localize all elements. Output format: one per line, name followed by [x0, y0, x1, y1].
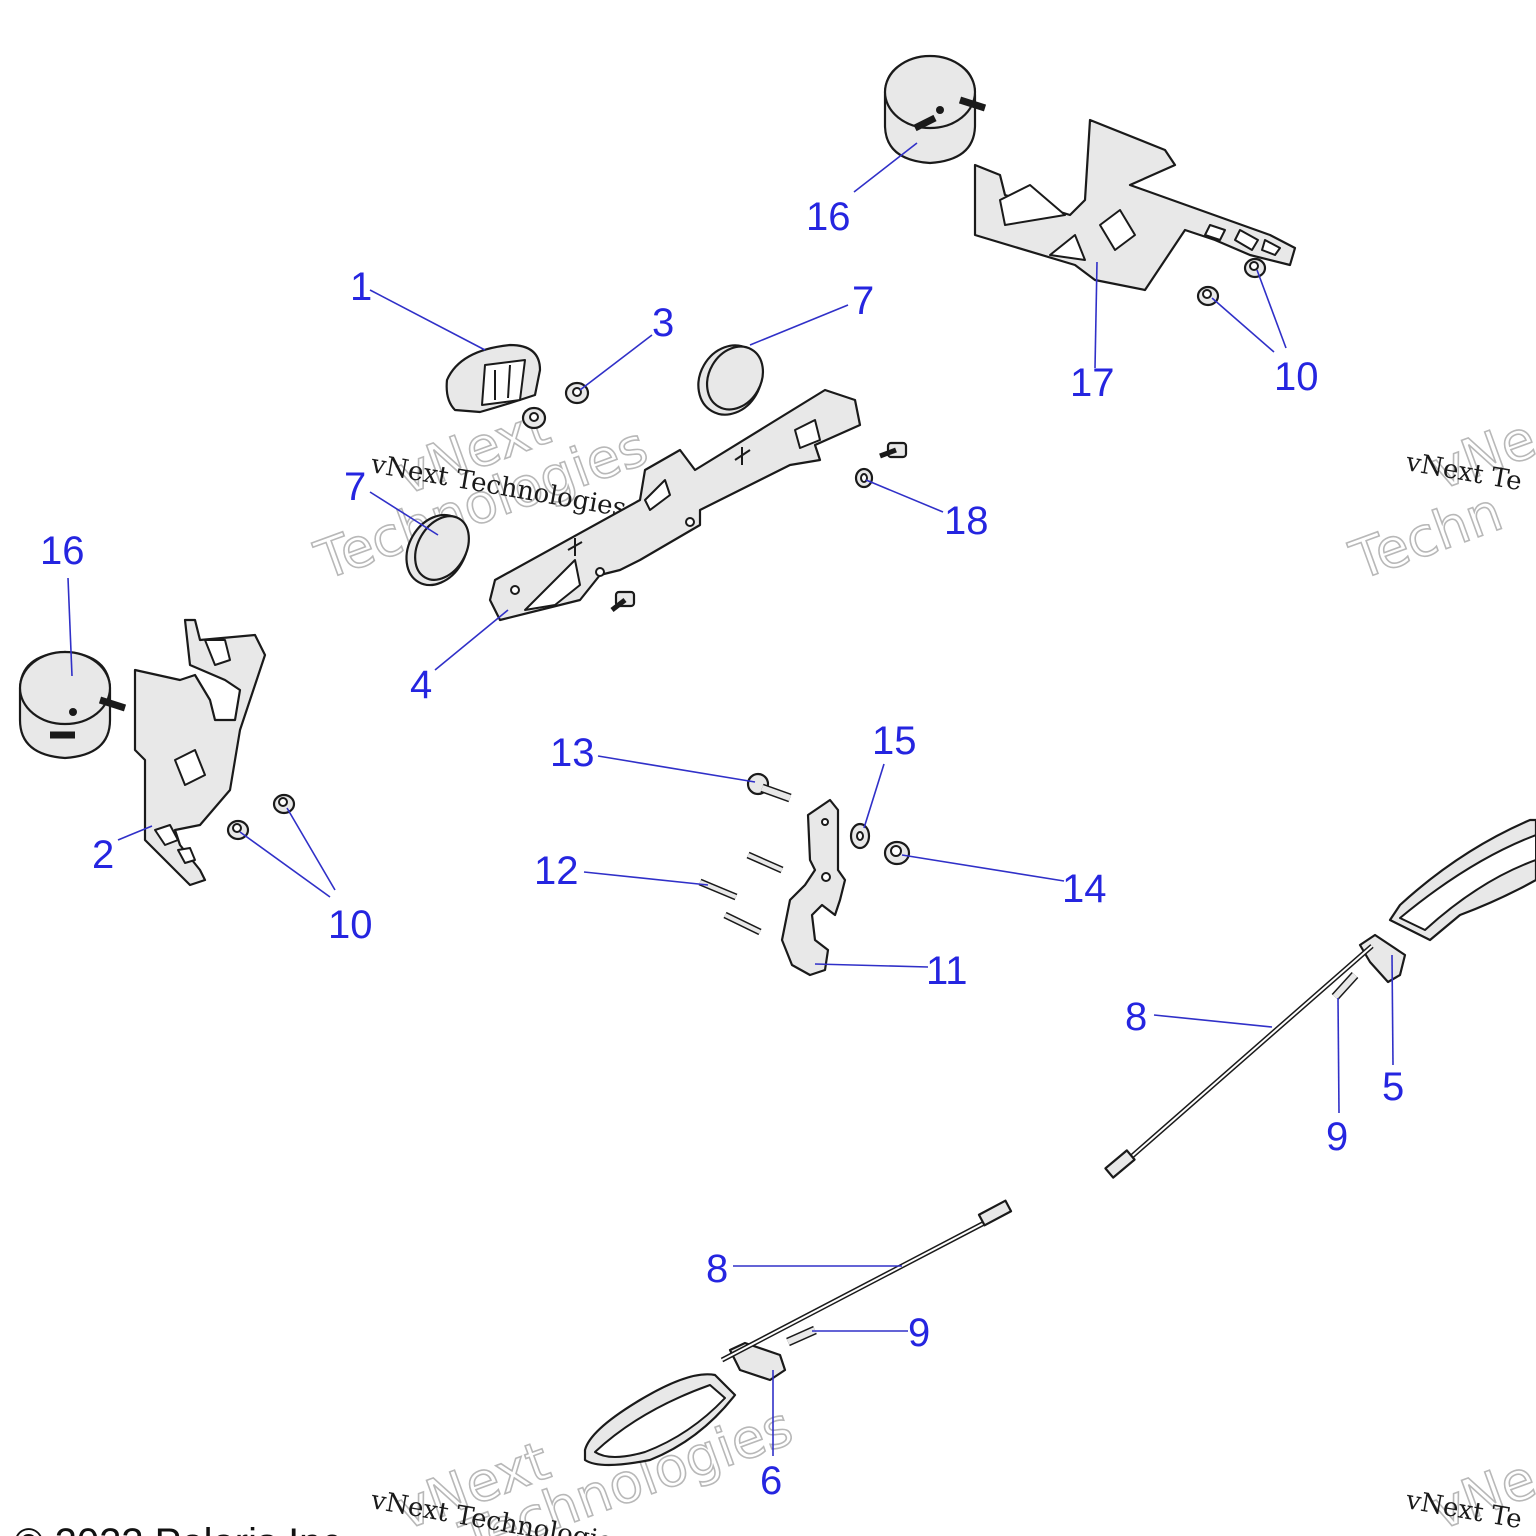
part-10-nut-top-b — [1196, 285, 1220, 307]
callout-1: 1 — [350, 265, 372, 309]
callout-17: 17 — [1070, 361, 1115, 405]
part-13-bolt — [746, 772, 792, 803]
callout-8-left: 8 — [706, 1247, 728, 1291]
callout-15: 15 — [872, 719, 917, 763]
callout-10-top: 10 — [1274, 355, 1319, 399]
part-3-grommet-b — [521, 406, 547, 430]
part-8-right-wire — [1104, 944, 1374, 1179]
part-9-left-pin — [786, 1325, 817, 1347]
part-7-reflector-top — [697, 344, 765, 416]
part-9-right-pin — [1331, 971, 1359, 1001]
callout-5: 5 — [1382, 1065, 1404, 1109]
part-16-top-pad — [883, 54, 987, 165]
part-18-screw — [879, 441, 908, 459]
part-14-nut — [883, 840, 911, 866]
part-10-nut-left-a — [272, 793, 296, 815]
watermark-sub-partial: Techn — [1342, 480, 1510, 593]
callout-12: 12 — [534, 849, 579, 893]
part-6-left-signal — [583, 1341, 787, 1467]
copyright-text: © 2023 Polaris Inc. — [14, 1521, 353, 1536]
part-4-plate-bracket — [488, 388, 862, 622]
callout-13: 13 — [550, 731, 595, 775]
callout-16-left: 16 — [40, 529, 85, 573]
callout-8-right: 8 — [1125, 995, 1147, 1039]
callout-7-top: 7 — [852, 279, 874, 323]
watermark-bottom-right: vNe vNext Te — [1403, 1446, 1536, 1536]
leader-lines — [67, 142, 1394, 1456]
part-1-light-housing — [445, 343, 542, 414]
watermark-right: vNe Techn vNext Te — [1341, 406, 1536, 593]
callout-14: 14 — [1062, 867, 1107, 911]
part-18-washer — [854, 467, 874, 489]
callout-6: 6 — [760, 1459, 782, 1503]
part-17-right-bracket — [973, 118, 1297, 292]
callout-7-left: 7 — [344, 465, 366, 509]
callout-18: 18 — [944, 499, 989, 543]
callout-10-left: 10 — [328, 903, 373, 947]
callout-labels: 1 2 3 4 5 6 7 7 8 8 9 9 10 10 11 12 13 1… — [40, 195, 1404, 1503]
callout-11: 11 — [926, 949, 968, 993]
watermark-bottom: vNext Technologies vNext Technologies — [368, 1394, 801, 1536]
callout-2: 2 — [92, 833, 114, 877]
part-2-left-bracket — [133, 618, 267, 887]
part-10-nut-top-a — [1243, 257, 1267, 279]
part-7-reflector-left — [405, 513, 470, 587]
part-15-washer — [849, 822, 871, 850]
part-11-signal-bracket — [780, 798, 847, 977]
part-screw-bottom — [610, 590, 636, 612]
callout-4: 4 — [410, 663, 432, 707]
part-8-left-wire — [720, 1199, 1013, 1363]
part-16-left-pad — [18, 650, 127, 760]
callout-3: 3 — [652, 301, 674, 345]
part-5-right-signal — [1358, 818, 1536, 984]
part-12-screws — [698, 851, 784, 936]
callout-9-left: 9 — [908, 1311, 930, 1355]
callout-9-right: 9 — [1326, 1115, 1348, 1159]
callout-16-top: 16 — [806, 195, 851, 239]
